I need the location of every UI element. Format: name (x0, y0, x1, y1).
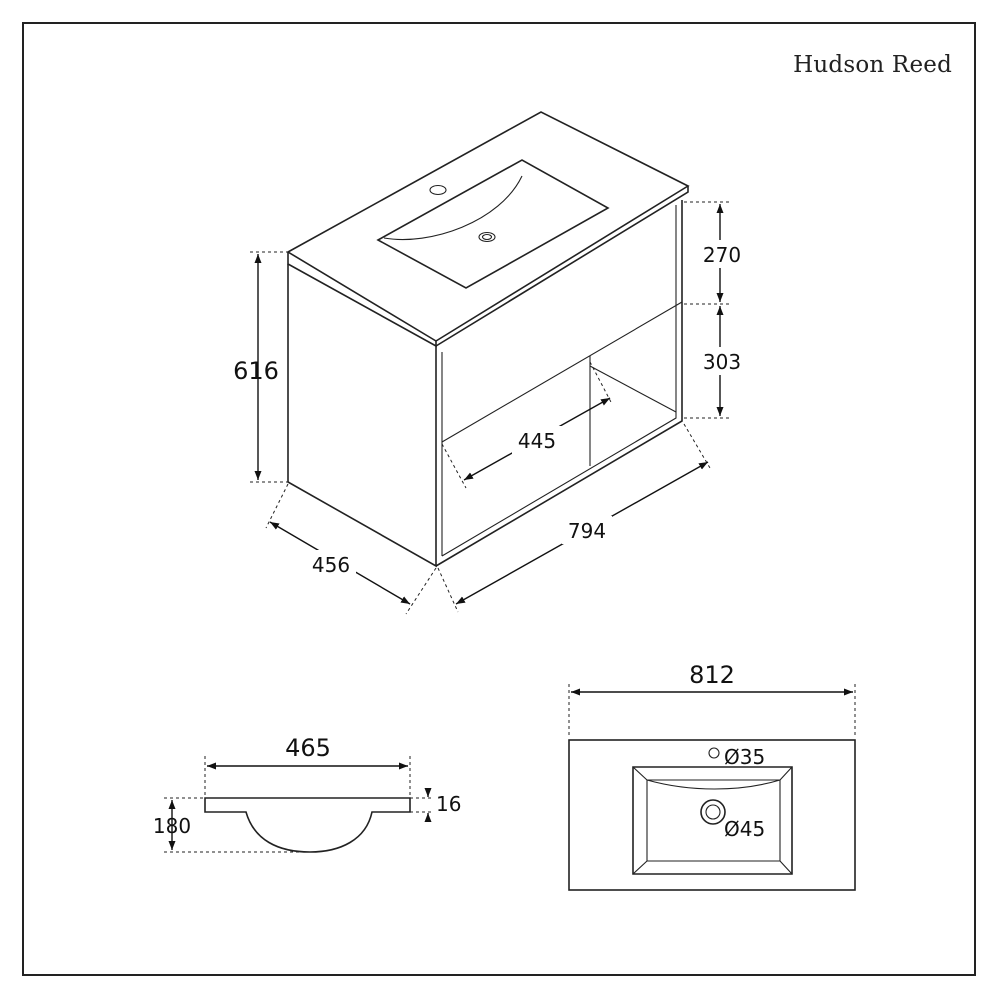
basin-recess (376, 159, 610, 289)
dim-width: 794 (568, 519, 606, 543)
waste-hole-circle (700, 799, 726, 825)
dim-shelf-height: 303 (703, 350, 741, 374)
dim-basin-height: 180 (153, 814, 191, 838)
dim-456-label-bg (306, 550, 356, 578)
dim-rim-thickness: 16 (436, 792, 461, 816)
tap-hole-circle (708, 747, 720, 759)
dim-794-ext-left (437, 567, 459, 613)
brand-logo: Hudson Reed (793, 52, 952, 78)
basin-side-profile (204, 797, 411, 853)
basin-inner-curve (383, 175, 523, 241)
dim-445-label-bg (512, 426, 562, 454)
worktop-side-edge (435, 186, 689, 347)
dim-456-ext-right (405, 567, 437, 615)
dim-456-ext-left (265, 483, 289, 529)
waste-outlet (478, 231, 496, 243)
dim-depth: 456 (312, 553, 350, 577)
waste-outlet-inner (481, 233, 493, 241)
brand-logo-text: Hudson Reed (793, 52, 952, 78)
dim-drawer-height: 270 (703, 243, 741, 267)
dim-inner-depth: 445 (518, 429, 556, 453)
isometric-vanity-unit: 616 270 303 445 456 (233, 111, 746, 615)
dim-445-ext-left (441, 443, 467, 489)
drawer-bottom-edge (441, 301, 683, 443)
waste-hole-inner-circle (705, 804, 721, 820)
drawing-border (22, 22, 976, 976)
basin-top-view: Ø35 Ø45 812 (568, 661, 856, 891)
bowl-corner-tl (632, 766, 648, 781)
dim-445-ext-right (589, 361, 613, 405)
dim-basin-top-width: 812 (689, 661, 735, 689)
tap-hole (429, 184, 447, 196)
shelf-floor-line (589, 365, 677, 413)
dim-tap-hole: Ø35 (724, 745, 765, 769)
bowl-corner-tr (779, 766, 793, 781)
dim-basin-width: 465 (285, 734, 331, 762)
bowl-corner-br (779, 860, 793, 875)
dim-270-label-bg (700, 240, 746, 268)
dim-303-label-bg (700, 347, 746, 375)
dim-height-total: 616 (233, 357, 279, 385)
basin-side-view: 465 180 16 (153, 734, 461, 853)
dim-waste-hole: Ø45 (724, 817, 765, 841)
basin-top-outline (568, 739, 856, 891)
dim-794-ext-right (683, 423, 711, 469)
bowl-corner-bl (632, 860, 648, 875)
dim-794-label-bg (562, 516, 612, 544)
worktop-front-edge (287, 252, 437, 348)
basin-bowl-curve (646, 779, 781, 790)
